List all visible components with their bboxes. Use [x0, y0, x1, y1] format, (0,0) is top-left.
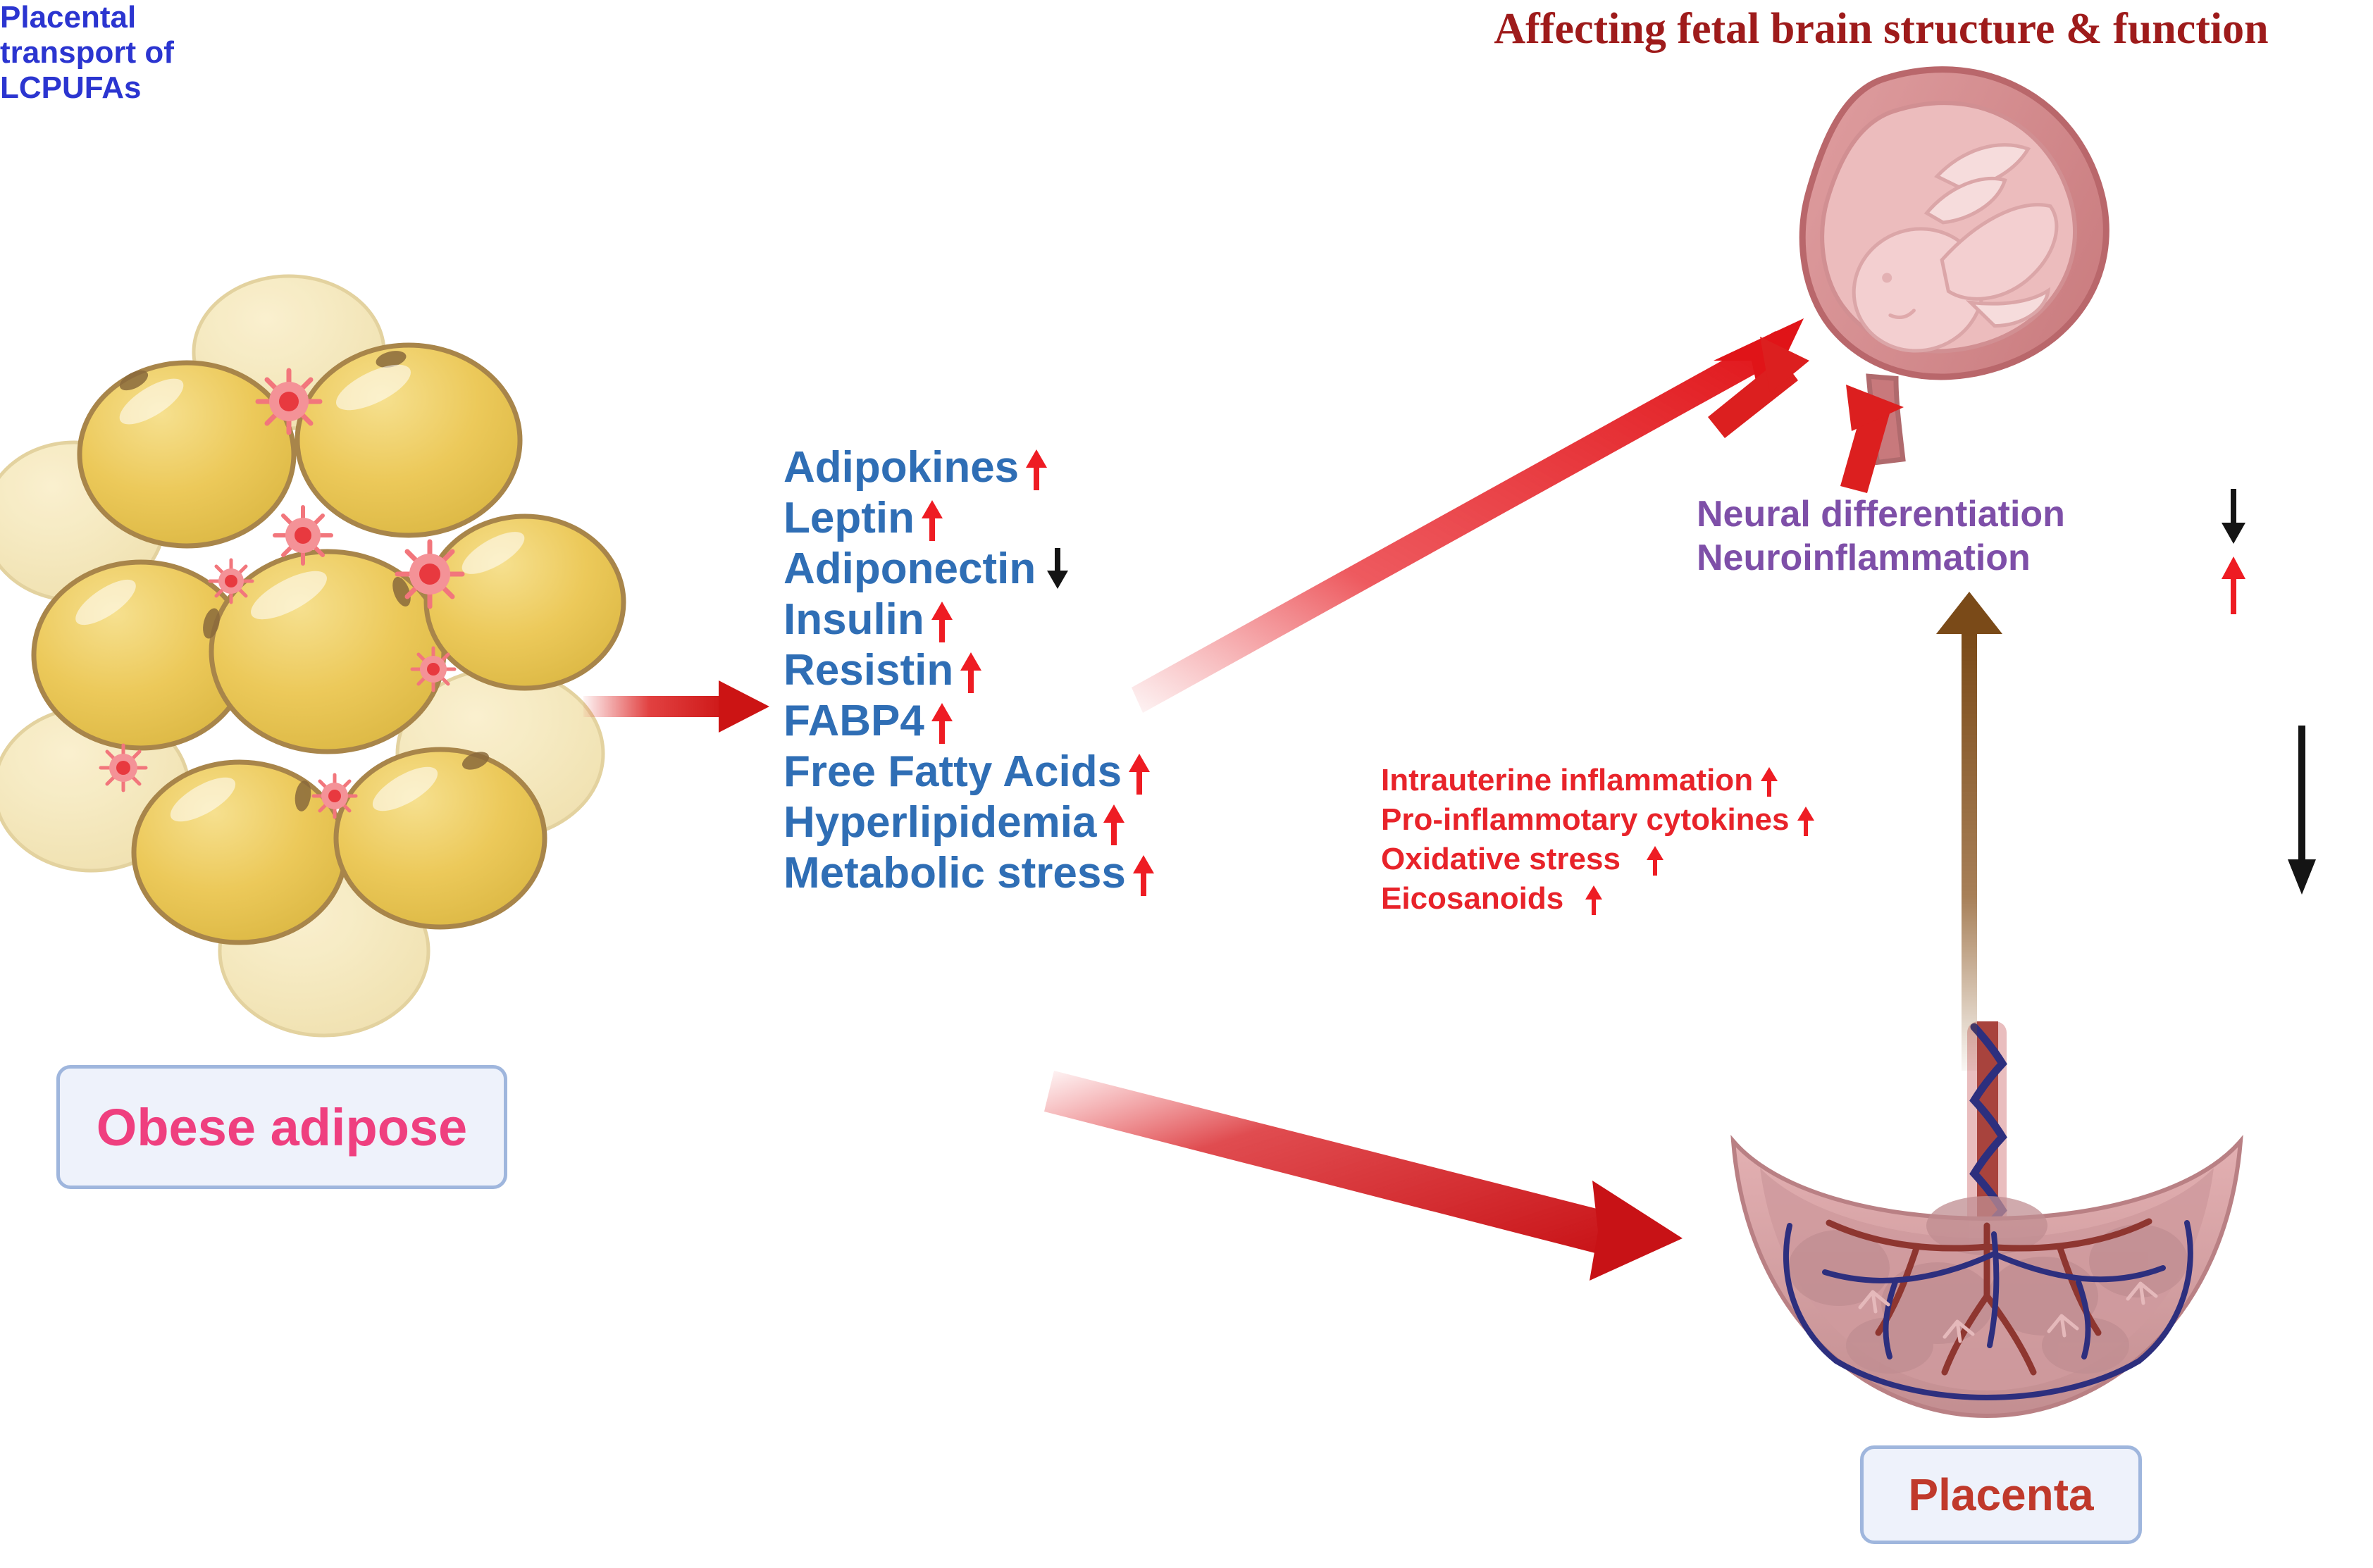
transport-line-3: LCPUFAs: [0, 70, 142, 106]
macrophage-cluster: [99, 368, 465, 819]
red-up-arrow-icon: [2219, 556, 2248, 616]
adipokine-label: Adiponectin: [783, 545, 1036, 594]
red-up-arrow-icon: [920, 496, 944, 541]
list-item-insulin: Insulin: [783, 595, 1155, 645]
list-item-pro-inflammotary-cytokines: Pro-inflammotary cytokines: [1381, 800, 1815, 840]
red-up-arrow-icon: [1797, 804, 1815, 836]
red-up-arrow-icon: [1102, 800, 1126, 845]
red-up-arrow-icon: [1585, 883, 1603, 915]
adipokine-label: Hyperlipidemia: [783, 798, 1097, 847]
black-down-arrow-icon: [2283, 726, 2322, 902]
transport-line-1: Placental: [0, 0, 137, 35]
arrow-adipokines-to-placenta: [1044, 1071, 1683, 1281]
red-up-arrow-icon: [1760, 764, 1778, 797]
adipokine-label: Adipokines: [783, 443, 1020, 492]
arrow-placenta-to-brain: [1936, 592, 2002, 1071]
stress-label: Pro-inflammotary cytokines: [1381, 802, 1790, 838]
stress-label: Intrauterine inflammation: [1381, 763, 1754, 798]
list-item-free-fatty-acids: Free Fatty Acids: [783, 747, 1155, 797]
adipokine-label: Free Fatty Acids: [783, 747, 1122, 797]
stress-label: Eicosanoids: [1381, 881, 1564, 916]
list-item-hyperlipidemia: Hyperlipidemia: [783, 797, 1155, 848]
list-item-neuroinflammation: Neuroinflammation: [1697, 537, 2065, 580]
neural-outcome-list: Neural differentiation Neuroinflammation: [1697, 493, 2065, 580]
page-title: Affecting fetal brain structure & functi…: [1494, 5, 2269, 53]
black-down-arrow-icon: [1046, 547, 1070, 592]
list-item-oxidative-stress: Oxidative stress: [1381, 840, 1815, 879]
list-item-fabp4: FABP4: [783, 696, 1155, 747]
list-item-metabolic-stress: Metabolic stress: [783, 848, 1155, 899]
adipokine-label: Insulin: [783, 595, 924, 645]
red-up-arrow-icon: [930, 597, 954, 642]
red-up-arrow-icon: [1024, 445, 1048, 490]
list-item-resistin: Resistin: [783, 645, 1155, 696]
stress-label: Oxidative stress: [1381, 842, 1621, 877]
list-item-neural-differentiation: Neural differentiation: [1697, 493, 2065, 537]
neural-label: Neuroinflammation: [1697, 537, 2031, 579]
adipose-tissue-illustration: [0, 274, 626, 1064]
adipokine-label: FABP4: [783, 697, 924, 746]
red-up-arrow-icon: [930, 699, 954, 744]
uterus-with-fetus-illustration: [1726, 49, 2149, 472]
obese-adipose-label: Obese adipose: [56, 1065, 507, 1189]
list-item-intrauterine-inflammation: Intrauterine inflammation: [1381, 761, 1815, 800]
adipokine-label: Resistin: [783, 646, 954, 695]
placental-stress-list: Intrauterine inflammation Pro-inflammota…: [1381, 761, 1815, 919]
placental-transport-label: Placental transport of LCPUFAs: [0, 0, 225, 106]
red-up-arrow-icon: [1127, 749, 1151, 795]
red-up-arrow-icon: [959, 648, 983, 693]
neural-label: Neural differentiation: [1697, 494, 2065, 535]
placenta-illustration: [1705, 1014, 2269, 1479]
list-item-adipokines: Adipokines: [783, 442, 1155, 493]
list-item-leptin: Leptin: [783, 493, 1155, 544]
adipokine-list: Adipokines Leptin Adiponectin Insulin Re…: [783, 442, 1155, 899]
adipokine-label: Metabolic stress: [783, 849, 1126, 898]
red-up-arrow-icon: [1646, 843, 1664, 876]
adipokine-label: Leptin: [783, 494, 915, 543]
list-item-eicosanoids: Eicosanoids: [1381, 879, 1815, 919]
list-item-adiponectin: Adiponectin: [783, 544, 1155, 595]
black-down-arrow-icon: [2219, 489, 2248, 548]
placenta-label: Placenta: [1860, 1445, 2142, 1544]
red-up-arrow-icon: [1132, 851, 1155, 896]
transport-line-2: transport of: [0, 35, 174, 70]
